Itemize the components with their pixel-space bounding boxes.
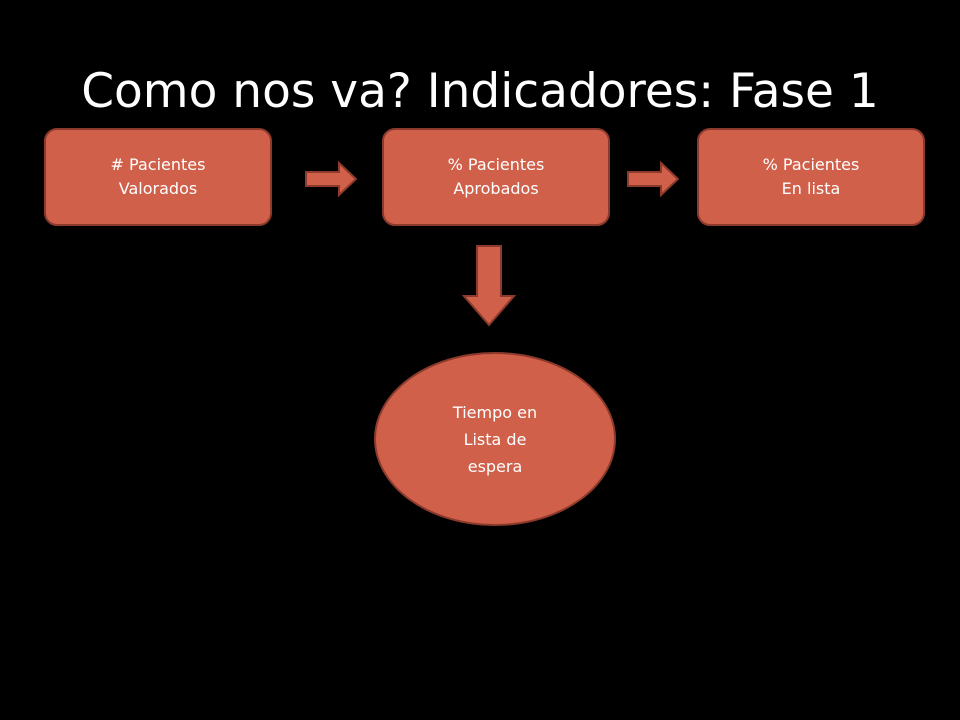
arrow-right-icon <box>305 160 357 198</box>
arrow-down-icon <box>462 245 516 327</box>
node-label-line: Aprobados <box>453 179 539 198</box>
node-label-line: % Pacientes <box>447 155 545 174</box>
node-pacientes-valorados: # Pacientes Valorados <box>44 128 272 226</box>
node-label-line: # Pacientes <box>110 155 206 174</box>
node-pacientes-aprobados: % Pacientes Aprobados <box>382 128 610 226</box>
node-label-line: Lista de <box>463 429 527 449</box>
node-label-line: Tiempo en <box>452 402 538 422</box>
node-label-line: % Pacientes <box>762 155 860 174</box>
node-label-line: espera <box>467 456 523 476</box>
node-tiempo-lista-espera: Tiempo en Lista de espera <box>374 352 616 526</box>
slide-title: Como nos va? Indicadores: Fase 1 <box>81 64 879 119</box>
arrow-right-icon <box>627 160 679 198</box>
node-label-line: En lista <box>781 179 841 198</box>
node-pacientes-en-lista: % Pacientes En lista <box>697 128 925 226</box>
node-label-line: Valorados <box>118 179 198 198</box>
